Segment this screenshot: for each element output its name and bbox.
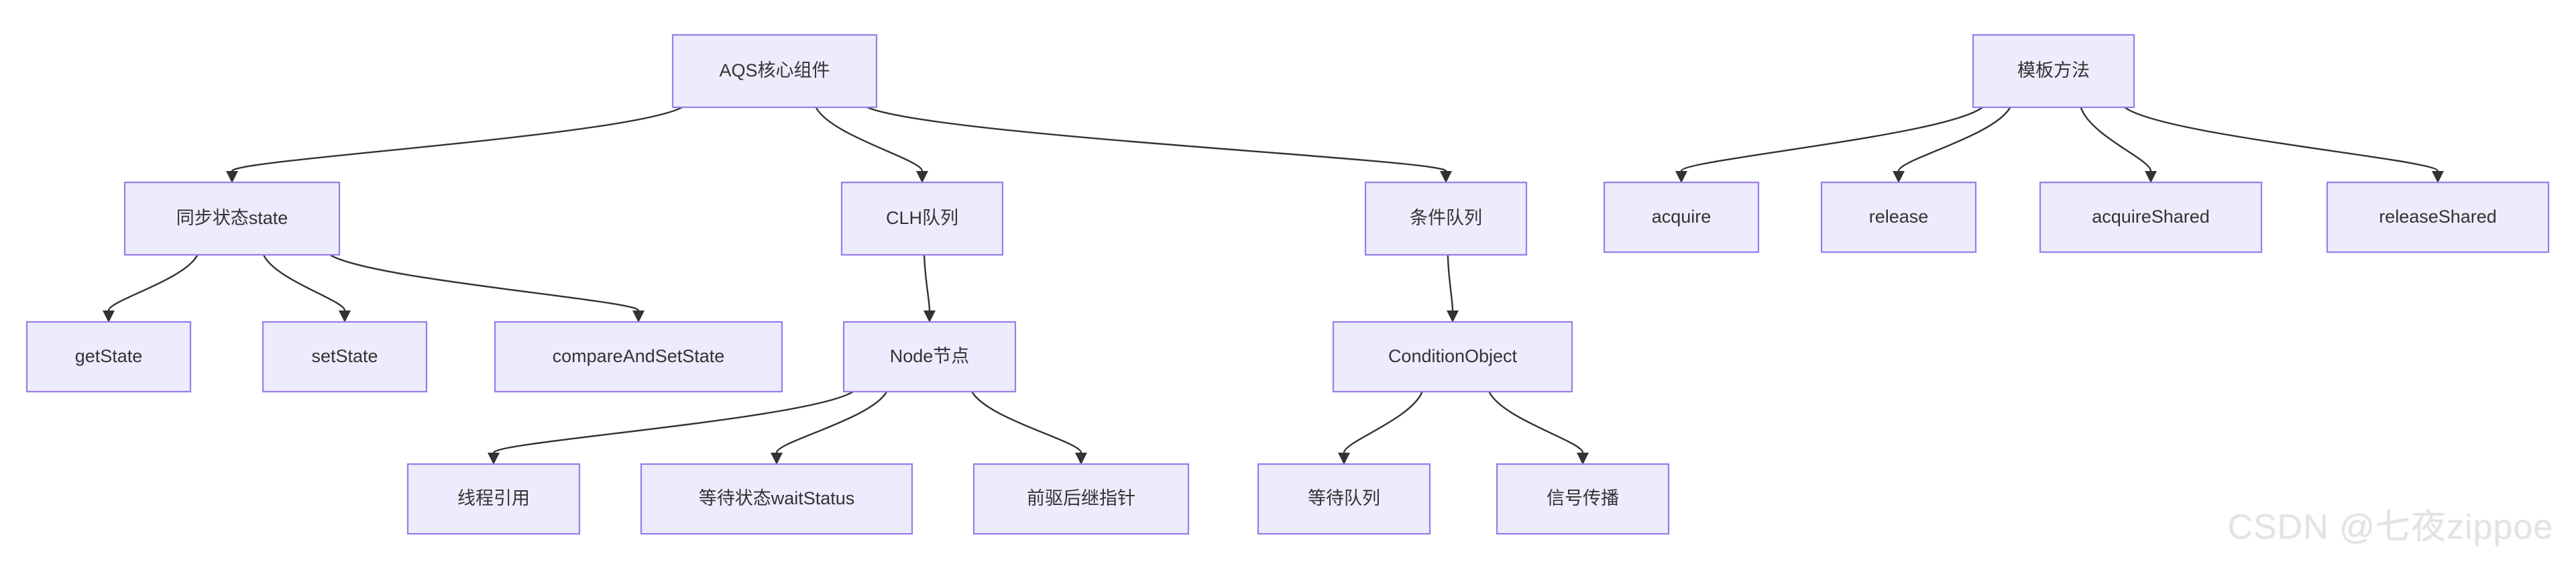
edge-arrowhead	[1893, 171, 1905, 183]
edges-layer	[103, 106, 2444, 465]
edge-arrowhead	[1577, 453, 1589, 465]
edge-arrowhead	[339, 310, 351, 323]
edge-template-methods-to-acquire-shared	[2080, 107, 2152, 172]
node-box[interactable]	[1257, 463, 1431, 535]
node-box[interactable]	[25, 321, 192, 393]
node-wait-queue[interactable]: 等待队列	[1257, 463, 1431, 535]
edge-node-node-to-wait-status	[775, 391, 888, 453]
node-box[interactable]	[1332, 321, 1573, 393]
node-compare-and-set[interactable]: compareAndSetState	[494, 321, 783, 393]
edge-arrowhead	[632, 310, 645, 323]
edge-aqs-core-to-sync-state	[231, 106, 683, 172]
edge-sync-state-to-compare-and-set	[329, 253, 640, 312]
edge-aqs-core-to-condition-queue	[866, 106, 1447, 172]
edge-condition-object-to-wait-queue	[1343, 391, 1423, 453]
node-box[interactable]	[840, 181, 1004, 256]
edge-template-methods-to-release	[1897, 107, 2011, 172]
node-acquire[interactable]: acquire	[1603, 181, 1760, 253]
edge-condition-object-to-signal-propagate	[1488, 391, 1584, 453]
edge-arrowhead	[103, 310, 115, 323]
node-box[interactable]	[1972, 34, 2135, 109]
node-box[interactable]	[494, 321, 783, 393]
edge-arrowhead	[2432, 171, 2444, 183]
node-acquire-shared[interactable]: acquireShared	[2039, 181, 2263, 253]
node-release-shared[interactable]: releaseShared	[2326, 181, 2550, 253]
edge-sync-state-to-set-state	[262, 254, 346, 311]
node-box[interactable]	[406, 463, 581, 535]
edge-arrowhead	[1447, 310, 1459, 323]
node-box[interactable]	[2326, 181, 2550, 253]
csdn-watermark: CSDN @七夜zippoe	[2227, 508, 2553, 547]
node-box[interactable]	[123, 181, 341, 256]
node-sync-state[interactable]: 同步状态state	[123, 181, 341, 256]
node-box[interactable]	[640, 463, 913, 535]
node-condition-object[interactable]: ConditionObject	[1332, 321, 1573, 393]
node-thread-ref[interactable]: 线程引用	[406, 463, 581, 535]
node-box[interactable]	[842, 321, 1017, 393]
node-get-state[interactable]: getState	[25, 321, 192, 393]
edge-arrowhead	[226, 171, 238, 183]
edge-clh-queue-to-node-node	[923, 254, 931, 311]
node-condition-queue[interactable]: 条件队列	[1364, 181, 1528, 256]
edge-arrowhead	[1440, 171, 1452, 183]
edge-arrowhead	[2145, 171, 2157, 183]
node-prev-next-pointer[interactable]: 前驱后继指针	[972, 463, 1190, 535]
node-box[interactable]	[1496, 463, 1670, 535]
edge-template-methods-to-acquire	[1680, 107, 1983, 172]
edge-aqs-core-to-clh-queue	[815, 107, 923, 172]
node-wait-status[interactable]: 等待状态waitStatus	[640, 463, 913, 535]
edge-arrowhead	[1338, 453, 1350, 465]
edge-arrowhead	[916, 171, 928, 183]
node-box[interactable]	[262, 321, 428, 393]
node-aqs-core[interactable]: AQS核心组件	[671, 34, 878, 109]
edge-arrowhead	[488, 453, 500, 465]
edge-arrowhead	[1075, 453, 1087, 465]
edge-arrowhead	[1675, 171, 1687, 183]
node-clh-queue[interactable]: CLH队列	[840, 181, 1004, 256]
node-set-state[interactable]: setState	[262, 321, 428, 393]
edge-node-node-to-thread-ref	[492, 390, 854, 454]
node-box[interactable]	[972, 463, 1190, 535]
edge-arrowhead	[923, 310, 936, 323]
edge-node-node-to-prev-next-pointer	[971, 391, 1082, 453]
node-signal-propagate[interactable]: 信号传播	[1496, 463, 1670, 535]
node-box[interactable]	[1364, 181, 1528, 256]
node-node-node[interactable]: Node节点	[842, 321, 1017, 393]
node-box[interactable]	[2039, 181, 2263, 253]
edge-sync-state-to-get-state	[107, 254, 199, 311]
node-box[interactable]	[1603, 181, 1760, 253]
node-release[interactable]: release	[1820, 181, 1977, 253]
edge-condition-queue-to-condition-object	[1447, 254, 1454, 311]
node-box[interactable]	[671, 34, 878, 109]
node-box[interactable]	[1820, 181, 1977, 253]
edge-arrowhead	[771, 453, 783, 465]
edge-template-methods-to-release-shared	[2124, 107, 2439, 172]
node-template-methods[interactable]: 模板方法	[1972, 34, 2135, 109]
